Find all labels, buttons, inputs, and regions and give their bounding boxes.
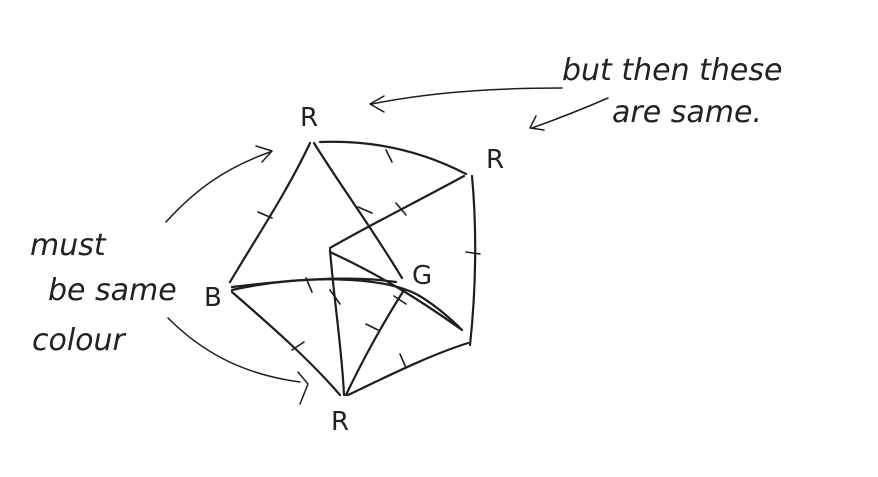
edge-left-to-bottom (230, 290, 342, 397)
tick-mark (393, 295, 407, 305)
arrowhead-icon (297, 371, 309, 405)
arrowhead-icon (529, 115, 545, 131)
note-line-4: be same (48, 273, 177, 308)
annotation-top-right: but then these are same. (562, 53, 782, 130)
vertex-label-center: G (412, 261, 432, 291)
edge-inner-to-bottom (328, 248, 346, 397)
arrow-to-right-vertex (531, 97, 609, 129)
arrowhead-icon (255, 145, 273, 163)
note-line-2: are same. (612, 95, 762, 130)
tick-mark (395, 202, 407, 216)
arrow-to-top-vertex (371, 87, 563, 105)
annotation-arrows (165, 87, 609, 405)
edge-right-to-inner (328, 174, 466, 250)
edge-bottom-to-corner (346, 341, 470, 397)
tick-mark (257, 211, 273, 219)
annotation-left: must be same colour (30, 228, 177, 358)
tick-mark (399, 353, 407, 369)
tick-mark (365, 323, 379, 331)
edges (228, 140, 477, 397)
tick-mark (357, 206, 373, 214)
note-line-3: must (30, 228, 107, 263)
edge-top-to-right (318, 140, 468, 176)
tick-mark (291, 341, 305, 351)
tick-mark (385, 149, 393, 163)
edge-right-side (468, 174, 477, 347)
edge-center-to-bottom (344, 288, 406, 397)
note-line-5: colour (32, 323, 127, 358)
arrow-to-bottom-vertex (167, 317, 301, 383)
note-line-1: but then these (562, 53, 782, 88)
vertex-labels: R R B G R (204, 103, 504, 437)
tick-mark (329, 289, 341, 305)
edge-top-to-left (228, 141, 312, 284)
tick-mark (465, 251, 481, 255)
vertex-label-top: R (300, 103, 318, 133)
vertex-label-left: B (204, 283, 222, 313)
edge-left-to-corner (230, 278, 464, 332)
arrowhead-icon (369, 95, 385, 113)
edge-inner-to-corner (328, 250, 464, 332)
vertex-label-right: R (486, 145, 504, 175)
tick-mark (305, 277, 313, 293)
vertex-label-bottom: R (331, 407, 349, 437)
edge-tick-marks (257, 149, 481, 369)
edge-top-to-center (312, 141, 404, 280)
arrow-to-top-vertex-from-left (165, 151, 271, 223)
